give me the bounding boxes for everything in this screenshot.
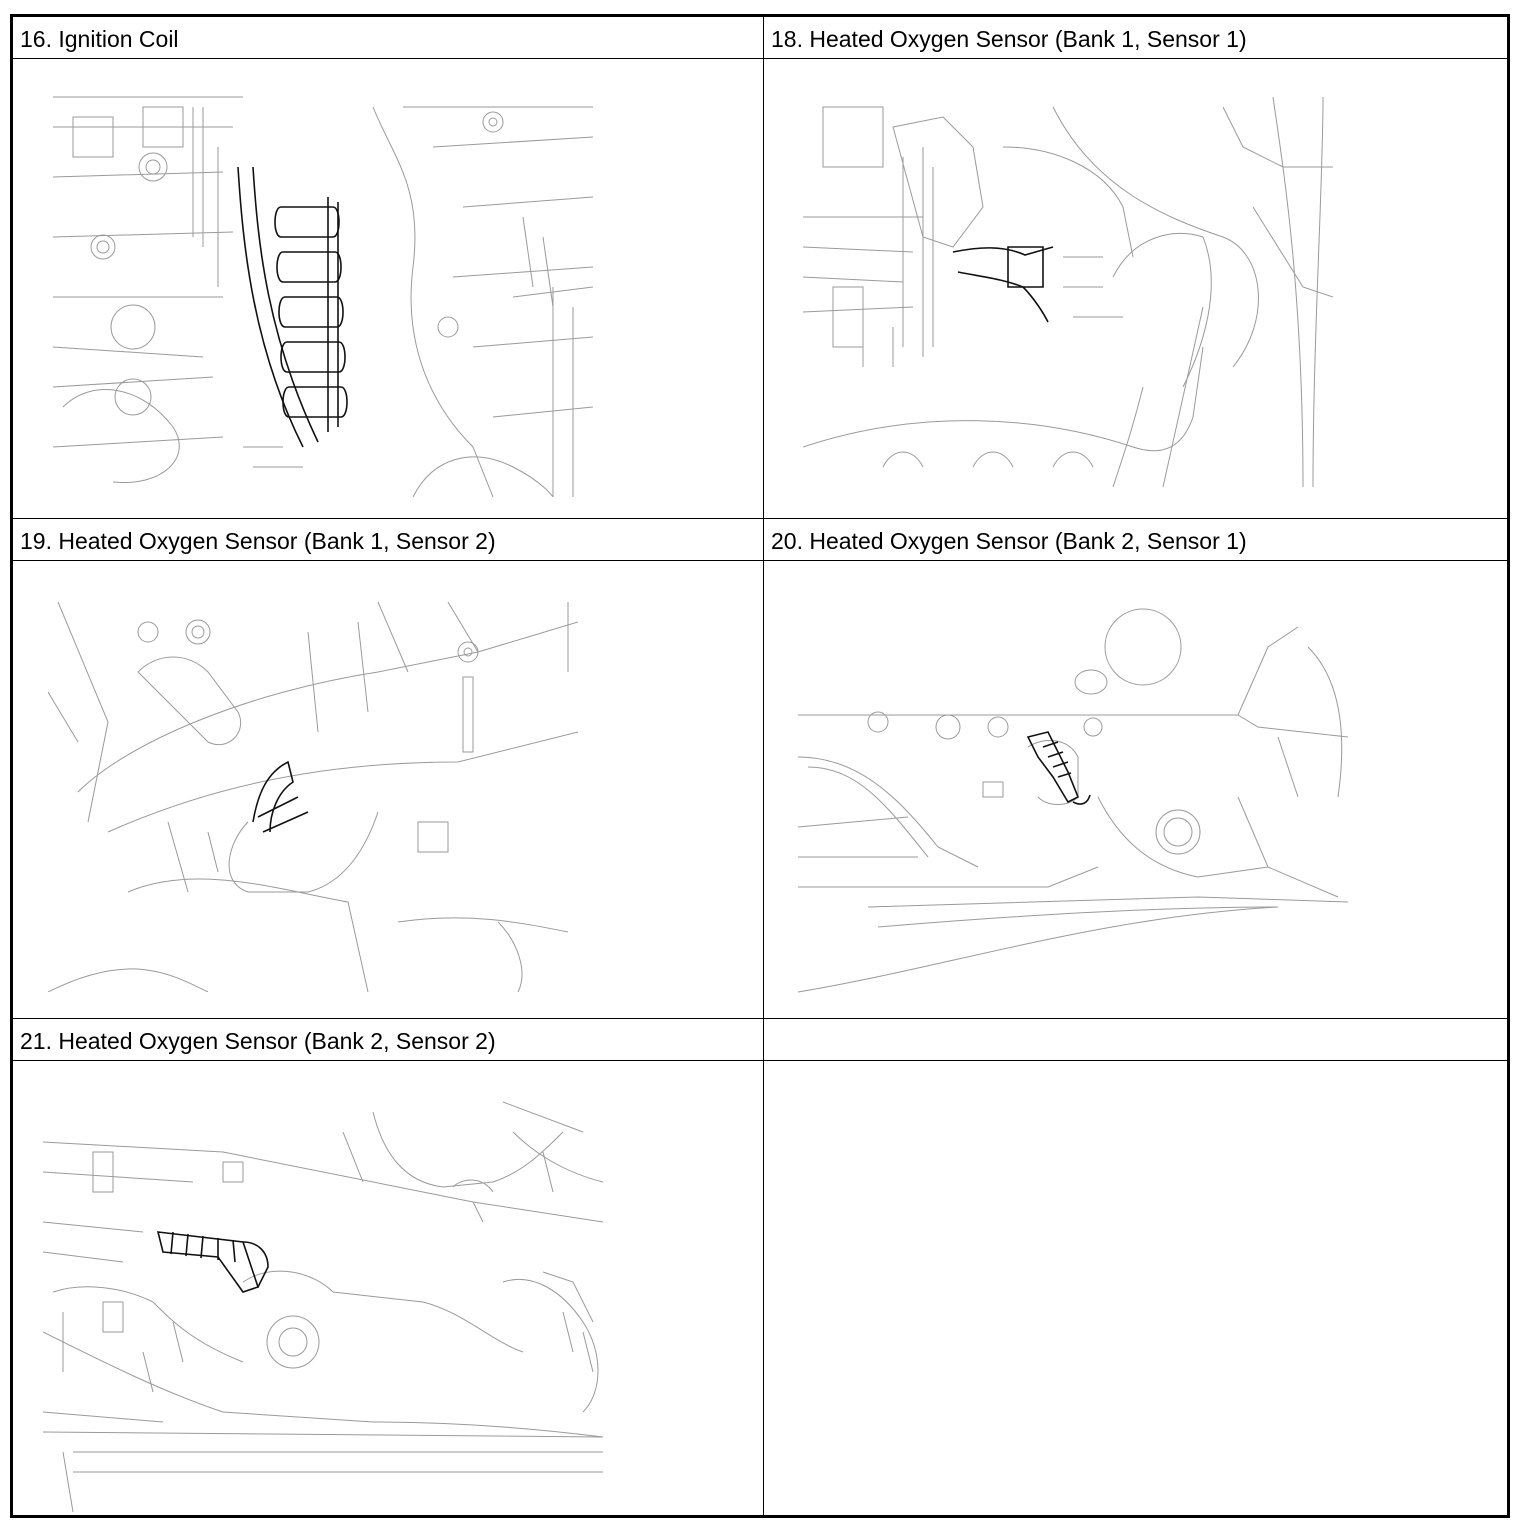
ignition-coil-illustration: [53, 87, 593, 497]
panel-title-o2-bank2-sensor1: 20. Heated Oxygen Sensor (Bank 2, Sensor…: [771, 528, 1247, 554]
oxygen-sensor-illustration-b2s2: [43, 1092, 603, 1512]
row-divider: [13, 58, 1507, 59]
oxygen-sensor-illustration-b1s1: [803, 87, 1333, 487]
oxygen-sensor-illustration-b1s2: [48, 592, 578, 992]
component-table: 16. Ignition Coil 18. Heated Oxygen Sens…: [10, 14, 1510, 1518]
row-divider: [13, 518, 1507, 519]
oxygen-sensor-illustration-b2s1: [798, 597, 1348, 997]
row-divider: [13, 560, 1507, 561]
row-divider: [13, 1018, 1507, 1019]
panel-title-o2-bank2-sensor2: 21. Heated Oxygen Sensor (Bank 2, Sensor…: [20, 1028, 496, 1054]
panel-title-empty: [764, 1019, 771, 1061]
panel-title-o2-bank1-sensor1: 18. Heated Oxygen Sensor (Bank 1, Sensor…: [771, 26, 1247, 52]
row-divider: [13, 1060, 1507, 1061]
panel-title-ignition-coil: 16. Ignition Coil: [20, 26, 179, 52]
panel-title-o2-bank1-sensor2: 19. Heated Oxygen Sensor (Bank 1, Sensor…: [20, 528, 496, 554]
column-divider: [763, 17, 764, 1515]
